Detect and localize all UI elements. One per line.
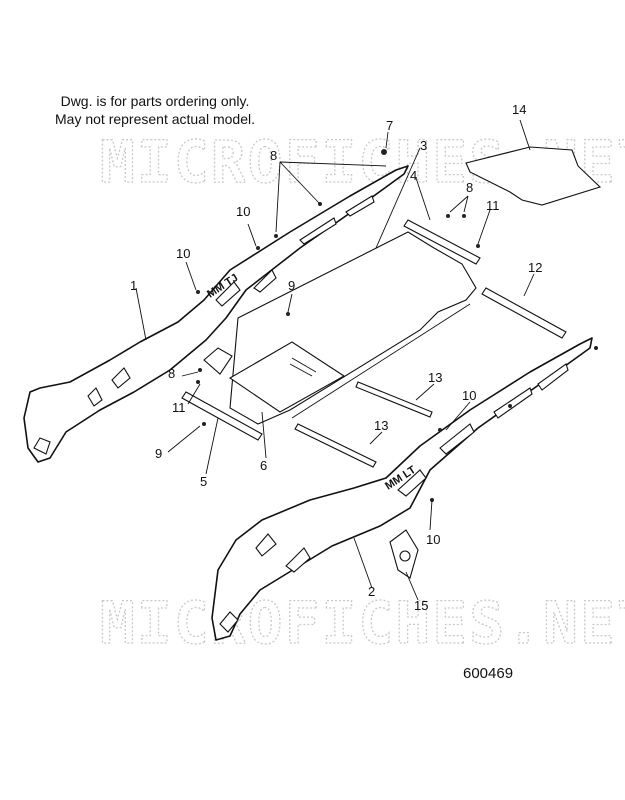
callout-15: 15: [414, 598, 428, 613]
hardware-fasteners: [196, 149, 598, 502]
callout-6: 6: [260, 458, 267, 473]
part-6-mat: [228, 341, 346, 413]
callout-13-lower: 13: [374, 418, 388, 433]
callout-1: 1: [130, 278, 137, 293]
callout-9-upper: 9: [288, 278, 295, 293]
callout-14: 14: [512, 102, 526, 117]
callout-11-left: 11: [172, 400, 186, 415]
callout-10-a: 10: [236, 204, 250, 219]
callout-leaders: [135, 119, 535, 601]
callout-numbers: 1 2 3 4 5 6 7 8 8 8 9 9 10 10 10 10 11 1…: [130, 102, 542, 613]
callout-9-lower: 9: [155, 446, 162, 461]
part-13-tube-upper: [355, 381, 433, 418]
callout-8-left: 8: [168, 366, 175, 381]
callout-13-upper: 13: [428, 370, 442, 385]
callout-10-c: 10: [462, 388, 476, 403]
part-1-left-rail: MM TJ: [23, 165, 409, 463]
callout-3: 3: [420, 138, 427, 153]
part-4-bracket: [403, 219, 481, 265]
left-mount-plate: [203, 347, 233, 375]
note-line-1: Dwg. is for parts ordering only.: [60, 93, 250, 109]
part-13-tube-lower: [294, 423, 377, 468]
callout-8-top: 8: [270, 148, 277, 163]
callout-10-d: 10: [426, 532, 440, 547]
callout-12: 12: [528, 260, 542, 275]
part-14-pad: [465, 146, 602, 206]
callout-11-right: 11: [486, 198, 500, 213]
note-line-2: May not represent actual model.: [55, 111, 255, 127]
callout-8-right: 8: [466, 180, 473, 195]
callout-7: 7: [386, 118, 393, 133]
callout-4: 4: [410, 168, 417, 183]
part-2-right-rail: MM LT: [211, 337, 593, 641]
drawing-number: 600469: [463, 665, 514, 682]
part-5-bracket: [181, 391, 263, 441]
part-12-rod: [481, 287, 567, 339]
callout-5: 5: [200, 474, 207, 489]
watermark-bottom: MICROFICHES.NET: [100, 589, 625, 657]
callout-2: 2: [368, 584, 375, 599]
parts-ordering-note: Dwg. is for parts ordering only. May not…: [40, 92, 270, 128]
callout-10-b: 10: [176, 246, 190, 261]
